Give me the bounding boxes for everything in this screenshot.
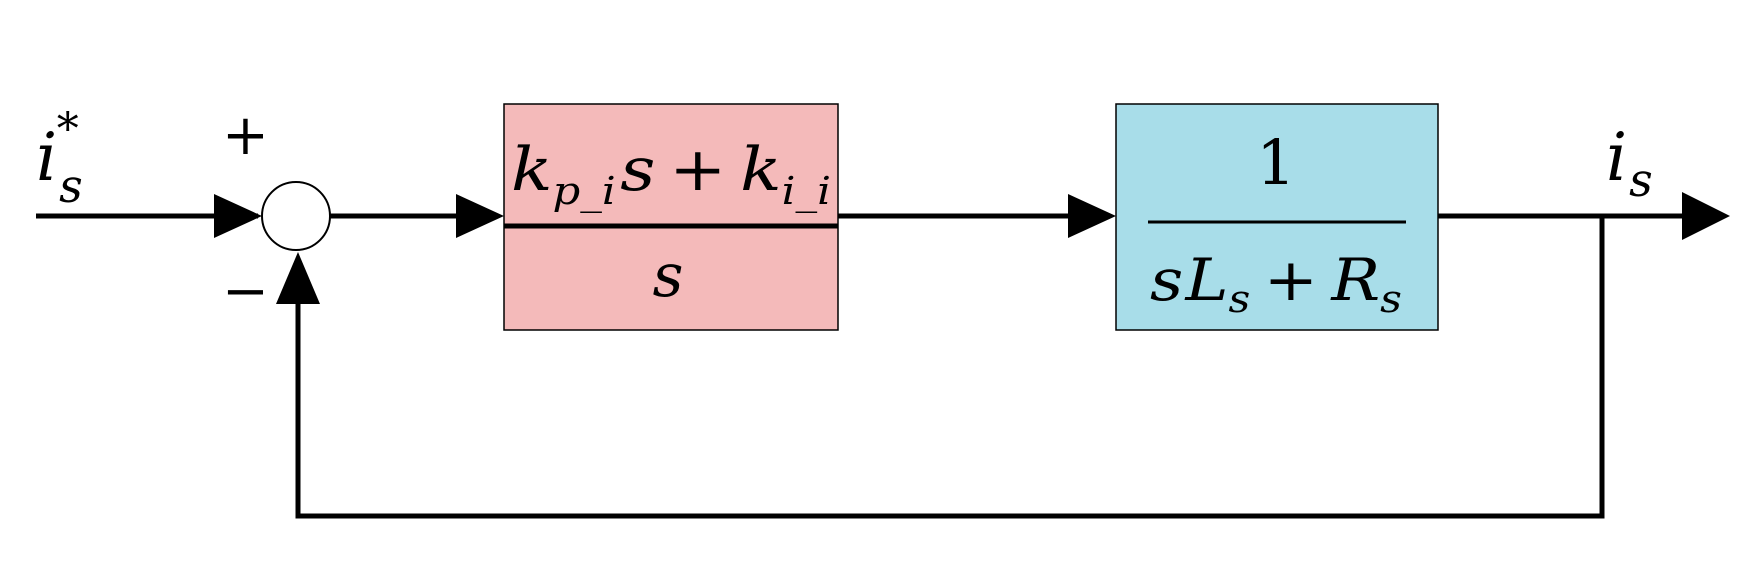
plus-sign: +: [222, 103, 269, 168]
feedback-arrowhead: [276, 252, 320, 304]
input-signal-label: is*: [36, 104, 83, 213]
plant-block: [1115, 103, 1439, 331]
controller-input-arrowhead: [456, 194, 504, 238]
output-arrowhead: [1682, 192, 1730, 240]
output-signal-label: is: [1606, 119, 1653, 207]
pi-controller-block: [503, 103, 839, 331]
minus-sign: −: [222, 259, 269, 324]
pi-controller-denominator: s: [653, 241, 684, 311]
summing-junction: [261, 181, 331, 251]
plant-input-arrowhead: [1068, 194, 1116, 238]
input-arrowhead: [214, 194, 262, 238]
plant-numerator: 1: [1256, 126, 1295, 199]
feedback-path: [295, 216, 1605, 519]
